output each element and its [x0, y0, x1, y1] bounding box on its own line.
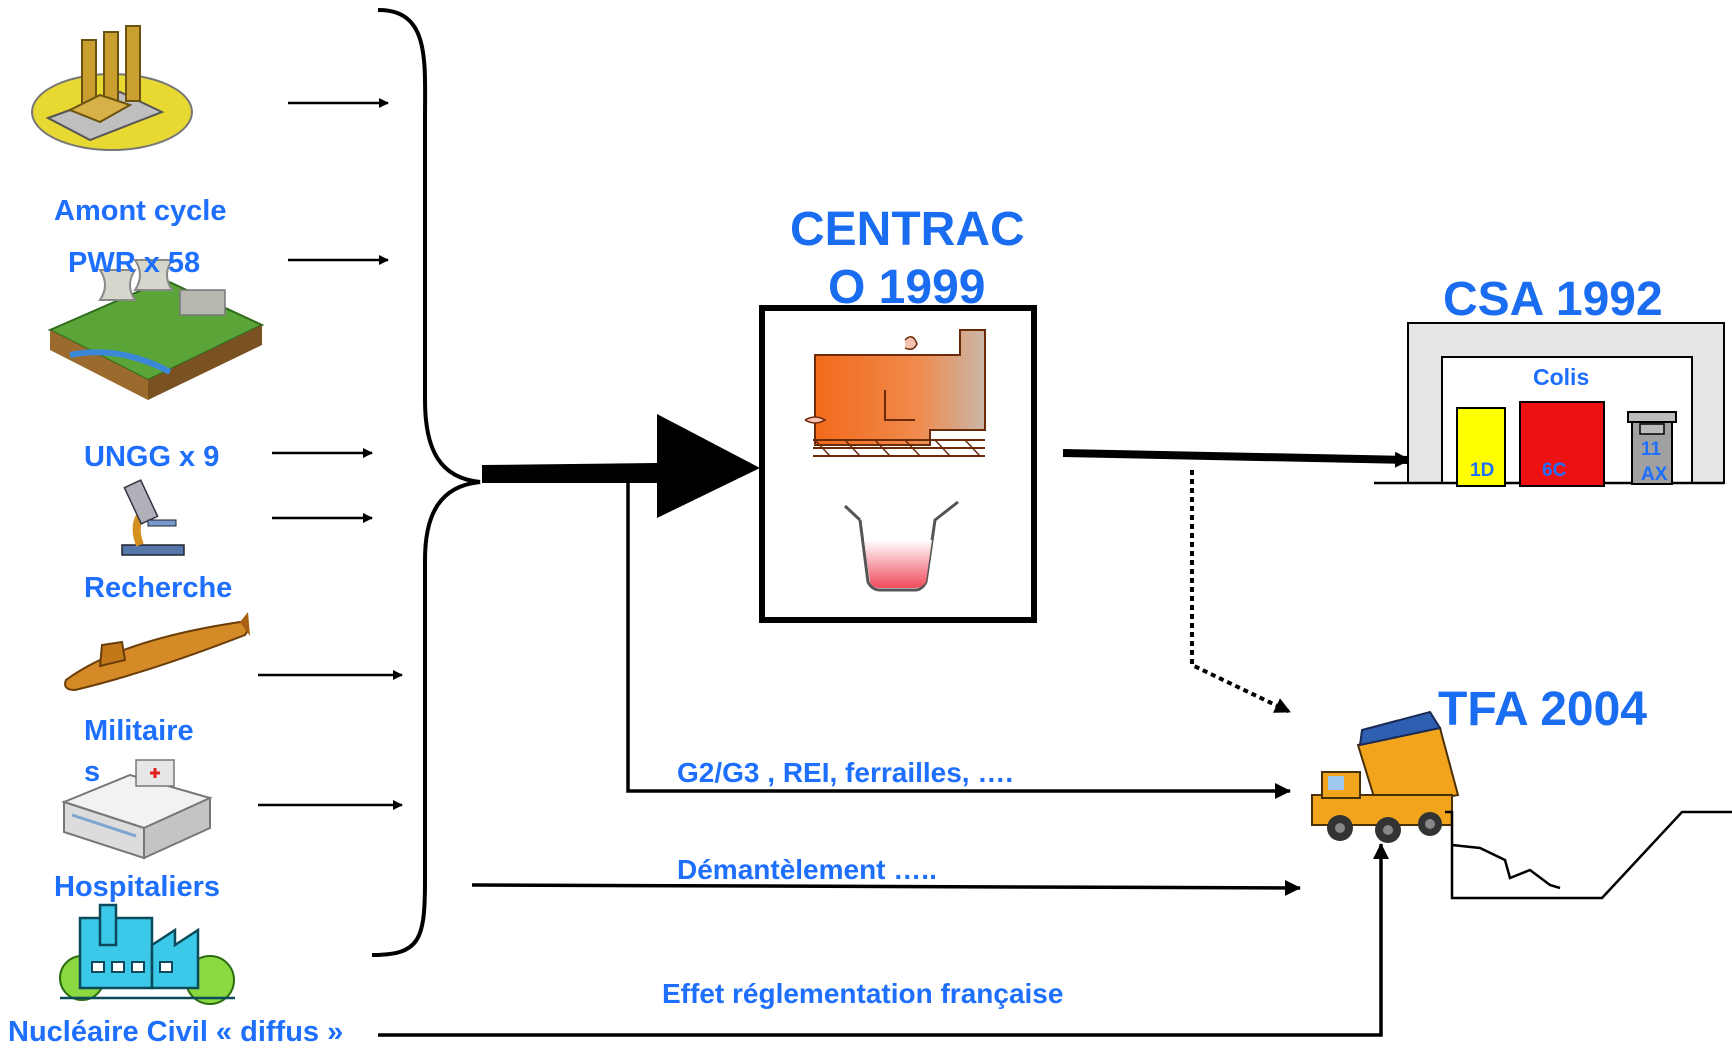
arrow-diffus-to-tfa: [378, 843, 1389, 1037]
furnace-icon: [804, 329, 986, 457]
csa-site: [1374, 322, 1725, 487]
factory-icon: [59, 903, 235, 1005]
source-arrows: [258, 98, 403, 810]
label-recherche: Recherche: [84, 572, 233, 604]
package-11ax-label-2: AX: [1641, 464, 1668, 485]
label-militaires: Militaire: [84, 715, 194, 747]
flow-label-g2g3: G2/G3 , REI, ferrailles, ….: [677, 757, 1014, 788]
package-1d-label: 1D: [1470, 460, 1495, 481]
microscope-icon: [121, 479, 185, 556]
grouping-brace: [371, 8, 481, 957]
package-6c: [1519, 401, 1605, 487]
csa-title: CSA 1992: [1443, 273, 1663, 326]
package-11ax: [1627, 411, 1677, 485]
label-hospitaliers: Hospitaliers: [54, 871, 220, 903]
centraco-title-line1: CENTRAC: [790, 203, 1025, 256]
dump-truck-icon: [1311, 710, 1460, 843]
package-11ax-label-1: 11: [1641, 439, 1662, 460]
label-nucleaire-diffus: Nucléaire Civil « diffus »: [8, 1016, 344, 1048]
csa-colis-label: Colis: [1533, 364, 1590, 390]
dotted-arrow-to-tfa: [1190, 470, 1291, 714]
cooling-tower-plant-icon: [47, 259, 265, 400]
tfa-title: TFA 2004: [1438, 683, 1647, 736]
arrow-demantelement: [471, 879, 1301, 896]
big-arrow-to-centraco: [482, 414, 760, 518]
label-pwr: PWR x 58: [68, 247, 201, 279]
label-amont-cycle: Amont cycle: [54, 195, 227, 227]
centraco-title-line2: O 1999: [828, 261, 986, 314]
crucible-icon: [843, 500, 959, 592]
arrow-centraco-to-csa: [1062, 449, 1411, 468]
package-1d: [1456, 407, 1506, 487]
landfill-profile: [1445, 810, 1732, 900]
flow-label-demantelement: Démantèlement …..: [677, 854, 937, 885]
package-6c-label: 6C: [1542, 460, 1567, 481]
flow-label-effet-reglementation: Effet réglementation française: [662, 978, 1064, 1009]
fuel-cycle-plant-icon: [31, 25, 193, 151]
submarine-icon: [64, 612, 250, 692]
hospital-icon: [61, 759, 213, 860]
arrow-g2g3-to-tfa: [626, 482, 1291, 799]
label-ungg: UNGG x 9: [84, 441, 220, 473]
label-militaires-s: s: [84, 756, 101, 788]
